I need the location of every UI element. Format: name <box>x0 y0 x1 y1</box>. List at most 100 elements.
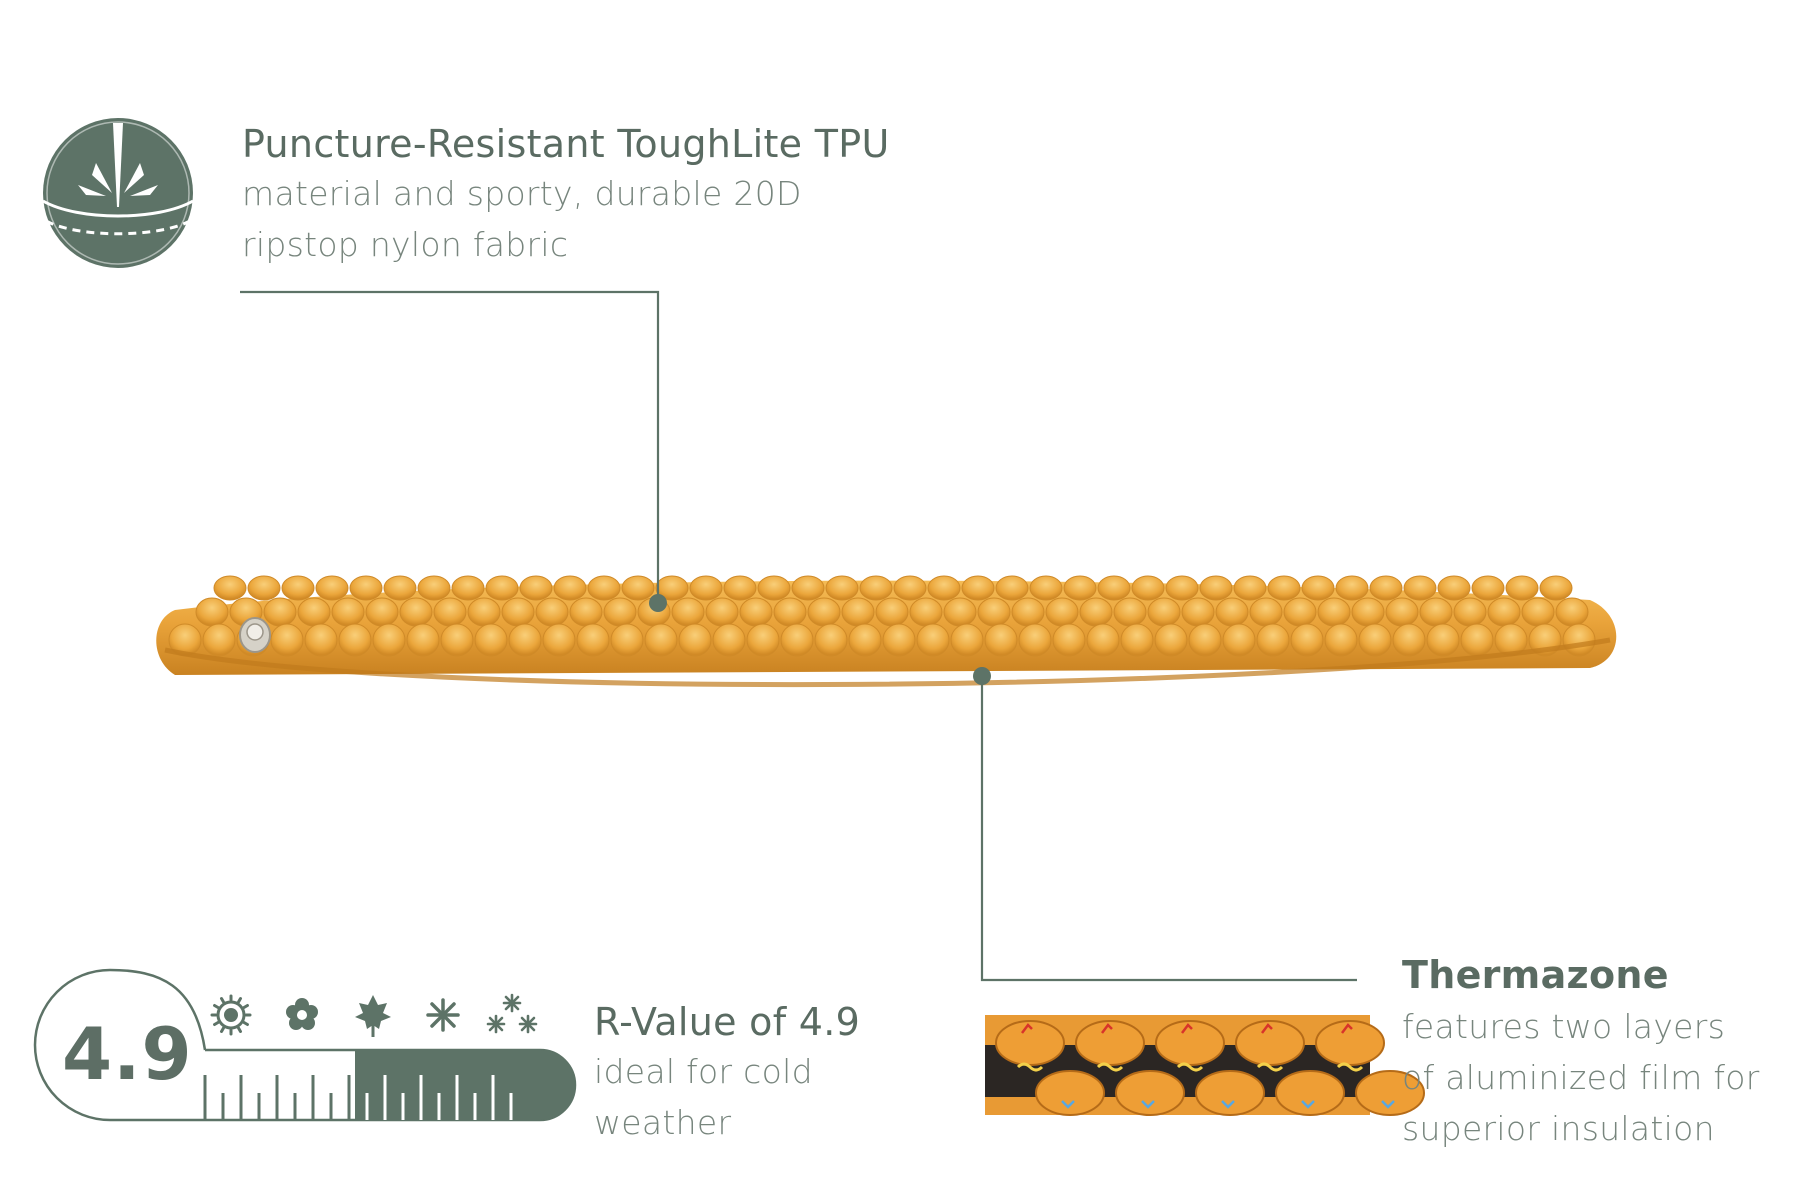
rvalue-desc-line-1: ideal for cold <box>594 1052 813 1091</box>
pad-cell <box>213 575 247 601</box>
pad-cell <box>587 575 621 601</box>
pad-cell <box>1426 623 1460 657</box>
pad-cell <box>247 575 281 601</box>
pad-cell <box>451 575 485 601</box>
pad-cell <box>1147 597 1181 627</box>
pad-cell <box>1029 575 1063 601</box>
rvalue-title: R-Value of 4.9 <box>594 1000 861 1044</box>
maple-leaf-icon <box>355 995 391 1037</box>
pad-cell <box>723 575 757 601</box>
pad-cell <box>1113 597 1147 627</box>
pad-cell <box>1086 623 1120 657</box>
pad-cell <box>814 623 848 657</box>
pad-cell <box>1267 575 1301 601</box>
heavy-snow-icon <box>486 993 538 1034</box>
pad-cell <box>739 597 773 627</box>
pad-cell <box>1188 623 1222 657</box>
pad-cell <box>712 623 746 657</box>
pad-cell <box>1063 575 1097 601</box>
pad-cell <box>875 597 909 627</box>
pad-cell <box>1555 597 1589 627</box>
flower-icon <box>286 998 318 1030</box>
pad-cell <box>1256 623 1290 657</box>
thermazone-cross-section-image <box>985 1015 1425 1116</box>
pad-cell <box>705 597 739 627</box>
pad-cells <box>168 575 1596 657</box>
pad-cell <box>349 575 383 601</box>
pad-cell <box>791 575 825 601</box>
pad-cell <box>1154 623 1188 657</box>
thermazone-desc-line-2: of aluminized film for <box>1402 1058 1760 1097</box>
pad-cell <box>950 623 984 657</box>
pad-cell <box>1369 575 1403 601</box>
pad-cell <box>943 597 977 627</box>
pad-cell <box>1521 597 1555 627</box>
pad-cell <box>1097 575 1131 601</box>
pad-cell <box>1120 623 1154 657</box>
pad-cell <box>1199 575 1233 601</box>
pad-cell <box>1358 623 1392 657</box>
sleeping-pad-image <box>156 575 1617 688</box>
pad-cell <box>916 623 950 657</box>
pad-cell <box>485 575 519 601</box>
pad-cell <box>1131 575 1165 601</box>
rvalue-scale-fill <box>355 1050 575 1120</box>
pad-cell <box>331 597 365 627</box>
pad-cell <box>281 575 315 601</box>
pad-cell <box>780 623 814 657</box>
pad-cell <box>1351 597 1385 627</box>
pad-cell <box>1301 575 1335 601</box>
thermazone-desc-line-1: features two layers <box>1402 1007 1726 1046</box>
pad-cell <box>406 623 440 657</box>
pad-cell <box>882 623 916 657</box>
pad-cell <box>893 575 927 601</box>
pad-cell <box>508 623 542 657</box>
pad-cell <box>1018 623 1052 657</box>
pad-cell <box>961 575 995 601</box>
pad-cell <box>1453 597 1487 627</box>
pad-cell <box>1335 575 1369 601</box>
pad-cell <box>644 623 678 657</box>
pad-cell <box>535 597 569 627</box>
pad-cell <box>195 597 229 627</box>
pad-valve <box>239 617 271 653</box>
pad-cell <box>553 575 587 601</box>
pad-cell <box>417 575 451 601</box>
pad-cell <box>841 597 875 627</box>
pad-cell <box>807 597 841 627</box>
pad-cell <box>1505 575 1539 601</box>
pad-cell <box>1181 597 1215 627</box>
pad-cell <box>519 575 553 601</box>
pad-cell <box>1079 597 1113 627</box>
pad-cell <box>995 575 1029 601</box>
thermazone-callout-line <box>973 667 1357 982</box>
pad-cell <box>304 623 338 657</box>
pad-cell <box>603 597 637 627</box>
thermazone-title: Thermazone <box>1402 953 1669 997</box>
material-callout-line <box>240 290 667 612</box>
pad-cell <box>671 597 705 627</box>
pad-cell <box>1385 597 1419 627</box>
pad-cell <box>757 575 791 601</box>
pad-cell <box>746 623 780 657</box>
pad-cell <box>689 575 723 601</box>
material-title: Puncture-Resistant ToughLite TPU <box>242 122 890 166</box>
pad-cell <box>1403 575 1437 601</box>
pad-cell <box>984 623 1018 657</box>
rvalue-number: 4.9 <box>62 1012 193 1096</box>
pad-cell <box>1392 623 1426 657</box>
pad-cell <box>202 623 236 657</box>
pad-cell <box>467 597 501 627</box>
pad-cell <box>848 623 882 657</box>
pad-cell <box>621 575 655 601</box>
pad-cell <box>1215 597 1249 627</box>
pad-cell <box>859 575 893 601</box>
pad-cell <box>576 623 610 657</box>
pad-cell <box>1437 575 1471 601</box>
pad-cell <box>1317 597 1351 627</box>
pad-cell <box>1011 597 1045 627</box>
snowflake-icon <box>426 998 460 1032</box>
sun-icon <box>210 994 252 1036</box>
pad-cell <box>399 597 433 627</box>
